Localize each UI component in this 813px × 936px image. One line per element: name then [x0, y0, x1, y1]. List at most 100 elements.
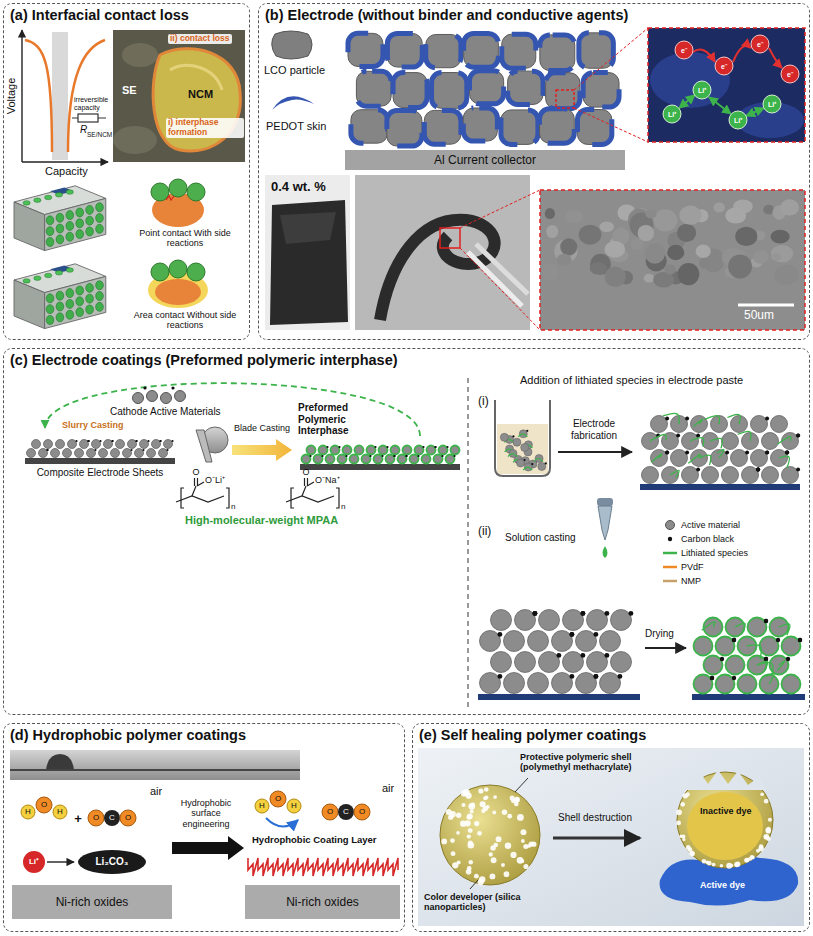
battery-pack	[14, 186, 106, 251]
electrode-particles	[463, 108, 497, 141]
process-arrow	[172, 836, 244, 860]
battery-pack	[86, 205, 94, 214]
battery-pack	[66, 310, 74, 319]
electrode-particles	[501, 110, 538, 144]
capsule-photos	[746, 858, 750, 862]
photo-rolled-electrode	[476, 244, 528, 294]
legend: Active materialCarbon blackLithiated spe…	[662, 518, 808, 598]
battery-pack	[76, 208, 84, 217]
resistor-subscript: SE/NCM	[87, 131, 112, 138]
electrode-particles	[579, 33, 614, 68]
coated-electrode	[732, 676, 736, 680]
lithiated-electrode	[751, 416, 768, 433]
panel-title: (d) Hydrophobic polymer coatings	[4, 724, 246, 743]
material-label: SE	[122, 84, 137, 97]
beaker	[538, 462, 546, 470]
sem-cross-section	[728, 254, 752, 278]
lithiated-electrode	[691, 416, 708, 433]
coated-electrode	[710, 676, 714, 680]
sem-image	[113, 30, 245, 162]
uncoated-electrode	[504, 673, 525, 694]
atom-label: C	[343, 808, 349, 816]
coated-electrode-sheet	[386, 446, 388, 448]
lithiated-electrode	[796, 434, 800, 438]
legend-swatch	[662, 520, 678, 530]
composite-electrode-sheet	[44, 440, 53, 449]
uncoated-electrode	[569, 632, 574, 637]
coated-electrode	[704, 656, 723, 675]
icon-label: PEDOT skin	[266, 120, 326, 133]
sem-cross-section	[557, 254, 572, 266]
uncoated-electrode	[539, 610, 560, 631]
repeat-index: n	[341, 502, 345, 511]
layer-label: Ni-rich oxides	[56, 895, 129, 909]
capsule-photos	[505, 842, 512, 849]
coated-electrode-sheet	[439, 446, 448, 455]
voltage-capacity-plot	[22, 161, 108, 162]
capsule-photos	[468, 803, 475, 810]
coated-electrode-sheet	[434, 455, 443, 464]
particle-area-contact	[169, 260, 187, 278]
zoom-inset	[709, 97, 731, 114]
sem-cross-section	[631, 239, 643, 251]
electron-symbol: e⁻	[721, 63, 727, 70]
capsule-photos	[768, 818, 772, 822]
beaker	[519, 430, 527, 438]
uncoated-electrode	[600, 673, 621, 694]
sem-cross-section	[644, 274, 655, 283]
coated-electrode	[726, 618, 745, 637]
composite-electrode-sheet	[171, 440, 173, 442]
molecules-right	[270, 791, 286, 807]
lithiated-electrode	[722, 467, 739, 484]
lithiated-electrode	[785, 451, 789, 455]
coated-electrode-sheet	[415, 446, 424, 455]
coated-electrode-sheet	[427, 446, 436, 455]
molecules-left	[21, 797, 146, 874]
atom-label: O	[275, 795, 281, 803]
electrode-particles	[387, 110, 422, 146]
lithiated-electrode	[765, 451, 769, 455]
battery-pack	[96, 224, 104, 233]
uncoated-electrode	[528, 673, 549, 694]
battery-pack	[55, 193, 62, 198]
coated-electrode-sheet	[314, 455, 323, 464]
lithiated-electrode	[665, 451, 669, 455]
electrode-particles	[387, 110, 422, 146]
legend-text: NMP	[681, 576, 701, 586]
electrode-particles	[463, 108, 497, 141]
zoom-inset	[693, 81, 711, 99]
battery-pack	[76, 297, 84, 306]
battery-pack	[66, 221, 74, 230]
uncoated-electrode	[587, 652, 608, 673]
molecules-left	[36, 797, 52, 813]
lithiated-electrode	[640, 413, 800, 490]
capsule-photos	[515, 797, 519, 801]
lithiated-electrode	[782, 467, 799, 484]
electrode-particles	[464, 33, 499, 67]
active-material-spheres	[147, 391, 158, 402]
capsule-photos	[720, 864, 724, 868]
coated-electrode-sheet	[338, 455, 347, 464]
electrode-particles	[583, 73, 619, 108]
legend-swatch	[662, 576, 678, 586]
capsule-photos	[514, 802, 519, 807]
ion-symbol: Li⁺	[768, 101, 776, 108]
capsule-photos	[450, 838, 455, 843]
electrode-particles	[348, 33, 619, 146]
uncoated-electrode	[604, 653, 609, 658]
coated-electrode	[760, 637, 779, 656]
capsule-photos	[483, 806, 488, 811]
coated-electrode-sheet	[331, 446, 340, 455]
atom-label: O⁻Na⁺	[315, 475, 340, 485]
coated-electrode	[692, 694, 805, 700]
sem-cross-section	[677, 224, 696, 242]
electron-symbol: e⁻	[681, 47, 687, 54]
sem-cross-section	[667, 245, 684, 260]
panel-frame: (b) Electrode (without binder and conduc…	[258, 3, 810, 340]
composite-electrode-sheet	[135, 440, 137, 442]
active-material-spheres	[171, 386, 174, 389]
coated-electrode-sheet	[355, 446, 364, 455]
electrode-particles	[348, 33, 383, 66]
zoom-inset	[751, 35, 769, 53]
